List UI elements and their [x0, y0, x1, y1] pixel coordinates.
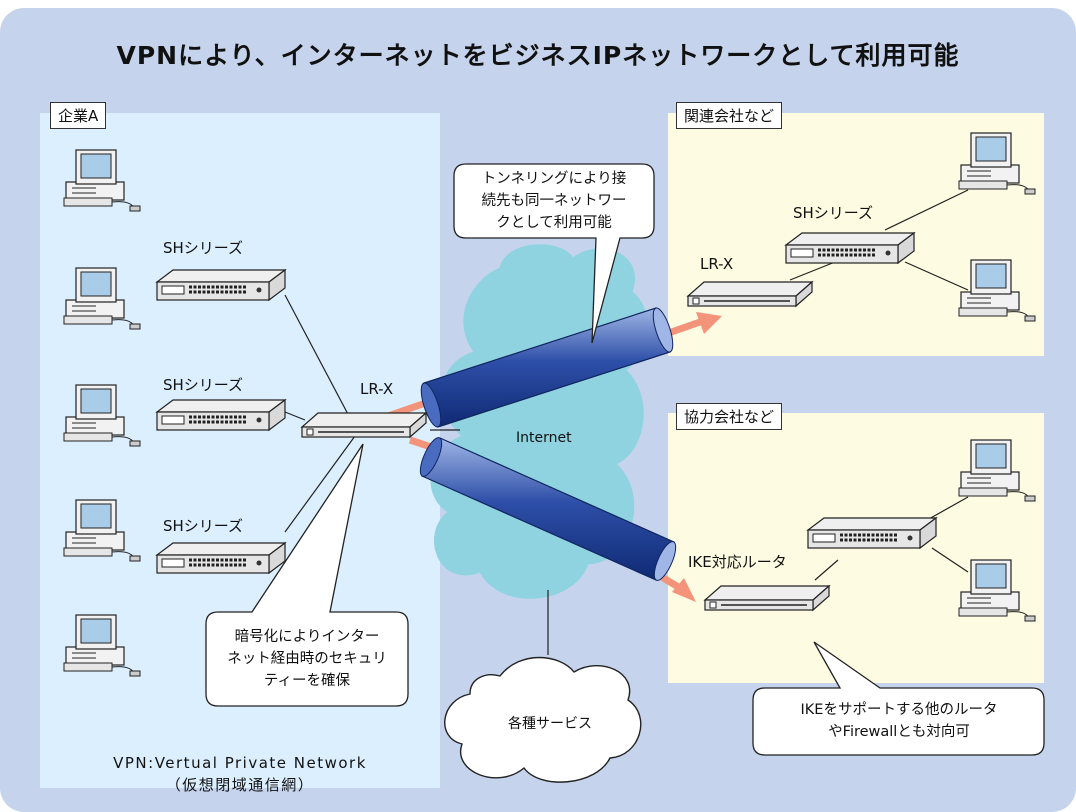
group-label-partner: 協力会社など — [676, 403, 783, 430]
vpn-tunnel-affiliate — [420, 307, 674, 428]
vpn-tunnel-partner — [419, 437, 677, 581]
vpn-definition: VPN:Vertual Private Network （仮想閉域通信網） — [40, 752, 440, 796]
sh-series-label: SHシリーズ — [163, 239, 244, 257]
ike-router-label: IKE対応ルータ — [688, 553, 787, 571]
vpn-definition-line1: VPN:Vertual Private Network — [113, 754, 367, 772]
services-label: 各種サービス — [508, 716, 592, 732]
ike-callout — [752, 641, 1045, 756]
connection-lines — [284, 189, 969, 655]
router-icon — [301, 412, 427, 438]
diagram-title: VPNにより、インターネットをビジネスIPネットワークとして利用可能 — [116, 41, 960, 70]
switch-icon — [784, 231, 916, 265]
services-cloud — [444, 656, 642, 783]
sh-series-label: SHシリーズ — [793, 204, 874, 222]
switch-icon — [806, 516, 938, 550]
internet-label: Internet — [516, 430, 572, 446]
tunneling-callout-text: トンネリングにより接 続先も同一ネットワー クとして利用可能 — [481, 171, 627, 231]
switch-icon — [155, 398, 287, 432]
vpn-definition-line2: （仮想閉域通信網） — [165, 776, 315, 794]
encryption-callout — [205, 443, 409, 707]
lr-x-label: LR-X — [700, 255, 734, 273]
sh-series-label: SHシリーズ — [163, 376, 244, 394]
switch-icon — [155, 268, 287, 302]
lr-x-label: LR-X — [360, 380, 394, 398]
group-label-affiliate: 関連会社など — [676, 102, 783, 129]
sh-series-label: SHシリーズ — [163, 517, 244, 535]
switch-icon — [155, 541, 287, 575]
router-icon — [704, 585, 830, 611]
ike-callout-text: IKEをサポートする他のルータ やFirewallとも対向可 — [800, 702, 998, 740]
encryption-callout-text: 暗号化によりインター ネット経由時のセキュリ ティーを確保 — [227, 629, 387, 689]
tunneling-callout — [453, 163, 655, 344]
group-label-corp-a: 企業A — [50, 102, 107, 129]
router-icon — [687, 281, 813, 307]
